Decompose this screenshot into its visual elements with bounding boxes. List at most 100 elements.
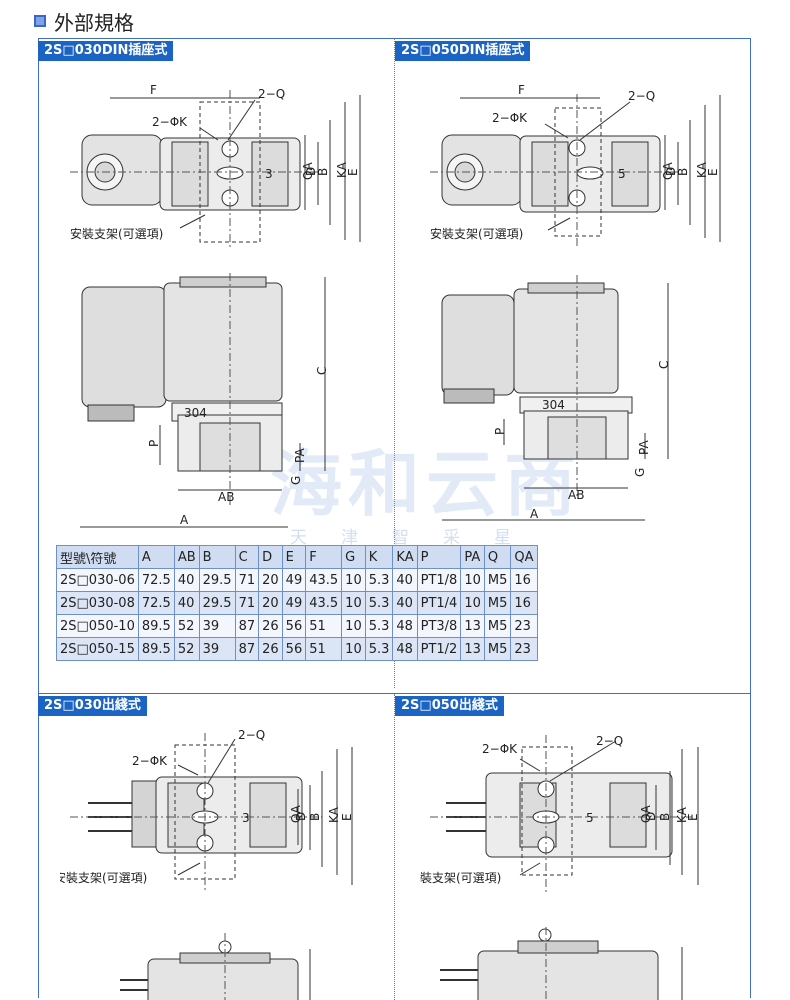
table-cell: 52 bbox=[173, 614, 200, 638]
din030-front-view: 304 A AB C P PA G bbox=[80, 273, 329, 528]
table-cell: 40 bbox=[173, 568, 200, 592]
table-cell: 43.5 bbox=[305, 568, 343, 592]
table-cell: 2S□030-06 bbox=[56, 568, 139, 592]
dim-label-a-050: A bbox=[530, 507, 539, 521]
table-cell: 71 bbox=[234, 591, 260, 615]
table-cell: 72.5 bbox=[137, 591, 175, 615]
dim-label-e-050: E bbox=[706, 168, 720, 176]
table-cell: 43.5 bbox=[305, 591, 343, 615]
table-cell: 26 bbox=[258, 637, 283, 661]
table-row: 2S□030-06 72.5 40 29.5 71 20 49 43.5 10 … bbox=[56, 568, 538, 592]
table-cell: 26 bbox=[258, 614, 283, 638]
bracket-label-050: 安裝支架(可選項) bbox=[430, 226, 523, 241]
din030-top-view: F 2−Q 2−ΦK 3 QA D B KA E 安裝支架(可選項) bbox=[70, 83, 361, 248]
table-header: A bbox=[137, 545, 175, 569]
table-header: AB bbox=[173, 545, 200, 569]
din050-front-view: 304 A AB C P PA G bbox=[441, 275, 671, 521]
table-cell: PT1/8 bbox=[416, 568, 462, 592]
wire030-front-view bbox=[120, 933, 311, 1000]
dim-label-q-wire030: 2−Q bbox=[238, 728, 265, 742]
dim-label-qa-wire050: QA bbox=[639, 805, 653, 823]
table-cell: 29.5 bbox=[198, 591, 236, 615]
page-heading: 外部規格 bbox=[34, 8, 134, 35]
table-cell: 40 bbox=[392, 568, 418, 592]
dim-label-b-wire030: B bbox=[308, 813, 322, 821]
table-header: F bbox=[305, 545, 343, 569]
wire050-front-view bbox=[440, 927, 683, 1000]
table-cell: 10 bbox=[341, 568, 366, 592]
table-cell: M5 bbox=[483, 568, 512, 592]
dim-label-q-050: 2−Q bbox=[628, 89, 655, 103]
dim-label-qa: QA bbox=[301, 162, 315, 180]
wire030-top-view: 2−Q 2−ΦK 3 QA D B KA E 安裝支架(可選項) bbox=[60, 728, 354, 893]
dim-label-k-050: 2−ΦK bbox=[492, 111, 528, 125]
table-cell: 49 bbox=[281, 568, 307, 592]
table-cell: 10 bbox=[341, 614, 366, 638]
table-cell: 87 bbox=[234, 637, 260, 661]
dim-label-5-wire050: 5 bbox=[586, 811, 594, 825]
table-cell: 49 bbox=[281, 591, 307, 615]
dim-label-304: 304 bbox=[184, 406, 207, 420]
dim-label-ka-050: KA bbox=[695, 161, 709, 178]
table-cell: 23 bbox=[510, 637, 538, 661]
table-cell: 23 bbox=[510, 614, 538, 638]
dim-label-b: B bbox=[316, 168, 330, 176]
table-header: B bbox=[198, 545, 236, 569]
table-cell: PT3/8 bbox=[416, 614, 462, 638]
table-cell: M5 bbox=[483, 591, 512, 615]
din050-top-view: F 2−Q 2−ΦK 5 QA D B KA E 安裝支架(可選項) bbox=[430, 83, 721, 248]
table-cell: 40 bbox=[173, 591, 200, 615]
dim-label-a: A bbox=[180, 513, 189, 527]
dim-label-3: 3 bbox=[265, 167, 273, 181]
dim-label-f: F bbox=[150, 83, 157, 97]
dim-label-c: C bbox=[315, 367, 329, 375]
table-cell: 89.5 bbox=[137, 614, 175, 638]
table-header: KA bbox=[392, 545, 418, 569]
table-cell: 13 bbox=[460, 637, 485, 661]
dim-label-qa-wire030: QA bbox=[289, 805, 303, 823]
table-cell: 2S□030-08 bbox=[56, 591, 139, 615]
dim-label-d-050: D bbox=[664, 167, 678, 176]
table-cell: 56 bbox=[281, 614, 307, 638]
table-cell: 10 bbox=[460, 591, 485, 615]
bracket-label: 安裝支架(可選項) bbox=[70, 226, 163, 241]
table-cell: 20 bbox=[258, 568, 283, 592]
table-cell: 2S□050-15 bbox=[56, 637, 139, 661]
table-header: QA bbox=[510, 545, 538, 569]
section-label-wire050: 2S□050出綫式 bbox=[395, 696, 504, 716]
dim-label-pa-050: PA bbox=[637, 440, 651, 455]
section-label-din030: 2S□030DIN插座式 bbox=[38, 41, 174, 61]
table-row: 2S□050-10 89.5 52 39 87 26 56 51 10 5.3 … bbox=[56, 614, 538, 638]
dim-label-p: P bbox=[147, 440, 161, 447]
table-header: 型號\符號 bbox=[56, 545, 139, 569]
column-divider-lower bbox=[394, 694, 395, 1000]
dim-label-e-wire050: E bbox=[686, 813, 700, 821]
table-cell: 16 bbox=[510, 591, 538, 615]
table-cell: 5.3 bbox=[364, 568, 394, 592]
table-cell: 16 bbox=[510, 568, 538, 592]
table-cell: 2S□050-10 bbox=[56, 614, 139, 638]
table-cell: 10 bbox=[460, 568, 485, 592]
dim-label-ab: AB bbox=[218, 490, 234, 504]
dim-label-qa-050: QA bbox=[661, 162, 675, 180]
dim-label-q: 2−Q bbox=[258, 87, 285, 101]
dim-label-ka: KA bbox=[335, 161, 349, 178]
dim-label-g: G bbox=[289, 476, 303, 485]
table-cell: 72.5 bbox=[137, 568, 175, 592]
column-divider bbox=[394, 38, 395, 688]
dim-label-3-wire030: 3 bbox=[242, 811, 250, 825]
table-header: K bbox=[364, 545, 394, 569]
table-header: E bbox=[281, 545, 307, 569]
table-cell: 51 bbox=[305, 614, 343, 638]
table-cell: 10 bbox=[341, 637, 366, 661]
section-divider bbox=[38, 693, 751, 694]
dim-label-d-wire050: D bbox=[644, 812, 658, 821]
table-cell: 5.3 bbox=[364, 614, 394, 638]
table-cell: M5 bbox=[483, 614, 512, 638]
table-header: P bbox=[416, 545, 462, 569]
table-cell: 40 bbox=[392, 591, 418, 615]
wire050-top-view: 2−Q 2−ΦK 5 QA D B KA E 安裝支架(可選項) bbox=[420, 734, 700, 893]
dim-label-k-wire050: 2−ΦK bbox=[482, 742, 518, 756]
dim-label-f-050: F bbox=[518, 83, 525, 97]
bracket-label-wire030: 安裝支架(可選項) bbox=[60, 870, 147, 885]
